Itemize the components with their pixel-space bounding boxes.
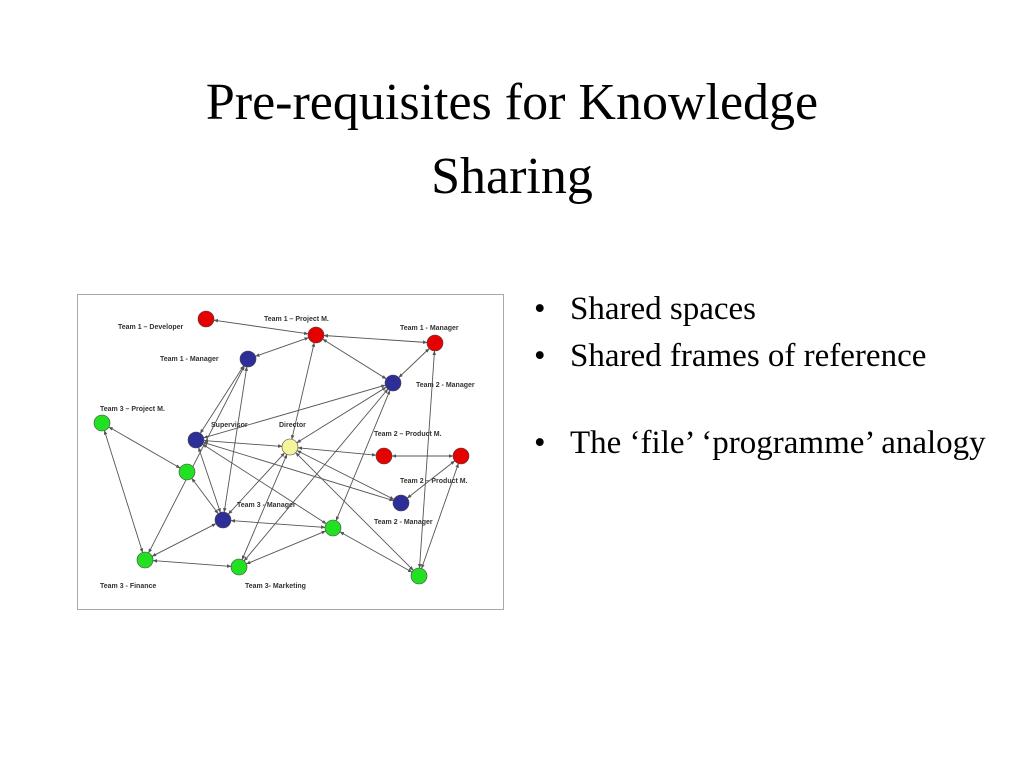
bullet-item: Shared frames of reference — [530, 333, 1000, 380]
bullet-item: Shared spaces — [530, 286, 1000, 333]
diagram-node-t2pm2 — [452, 447, 470, 465]
diagram-node-label: Team 2 – Product M. — [374, 431, 442, 438]
diagram-edge — [191, 478, 219, 514]
diagram-edge — [230, 519, 326, 529]
slide-title: Pre-requisites for Knowledge Sharing — [0, 66, 1024, 214]
diagram-node-t3mgr — [214, 511, 232, 529]
slide-title-line-1: Pre-requisites for Knowledge — [205, 74, 819, 131]
diagram-node-t1mgr — [426, 334, 444, 352]
diagram-node-t3pm — [93, 414, 111, 432]
diagram-edge — [148, 365, 245, 554]
diagram-node-t1dev — [197, 310, 215, 328]
diagram-edge — [322, 338, 387, 380]
diagram-node-t1pm — [307, 326, 325, 344]
diagram-node-supervisor — [187, 431, 205, 449]
diagram-edge — [295, 452, 414, 571]
diagram-node-label: Team 3- Marketing — [245, 583, 306, 590]
diagram-edge — [103, 430, 144, 553]
diagram-node-t2mgr_top — [384, 374, 402, 392]
diagram-edge — [255, 337, 309, 357]
diagram-node-label: Team 1 – Developer — [118, 324, 184, 331]
diagram-edge — [213, 318, 309, 336]
diagram-edge — [108, 426, 181, 469]
diagram-edge — [339, 531, 413, 573]
bullet-list: Shared spaces Shared frames of reference… — [530, 286, 1000, 467]
diagram-node-label: Supervisor — [211, 422, 248, 429]
diagram-node-t1manager_blue — [239, 350, 257, 368]
diagram-node-t2pm_lbl2 — [392, 494, 410, 512]
diagram-node-label: Team 2 – Product M. — [400, 478, 468, 485]
network-diagram: Team 1 – Developer Team 1 – Project M. Tea… — [77, 294, 504, 610]
diagram-edge — [296, 386, 387, 444]
diagram-node-label: Team 2 - Manager — [374, 519, 433, 526]
diagram-node-director — [281, 438, 299, 456]
diagram-node-label: Team 1 - Manager — [400, 325, 459, 332]
diagram-edge — [245, 530, 327, 565]
diagram-node-label: Team 2 - Manager — [416, 382, 475, 389]
diagram-node-label: Team 1 – Project M. — [264, 316, 329, 323]
diagram-node-t3fin — [136, 551, 154, 569]
diagram-node-t3mkt — [230, 558, 248, 576]
diagram-edge — [398, 348, 430, 378]
diagram-edge — [323, 333, 428, 345]
diagram-node-label: Team 3 - Finance — [100, 583, 156, 590]
slide-title-line-2: Sharing — [431, 148, 593, 205]
diagram-edge — [421, 463, 459, 569]
diagram-node-green_c — [324, 519, 342, 537]
diagram-node-t2pm1 — [375, 447, 393, 465]
diagram-node-green_mid — [178, 463, 196, 481]
diagram-edge — [203, 439, 283, 448]
diagram-edge — [223, 366, 248, 513]
diagram-edge — [152, 559, 232, 568]
diagram-node-label: Director — [279, 422, 306, 429]
network-diagram-svg: Team 1 – Developer Team 1 – Project M. Tea… — [93, 310, 475, 590]
bullet-item: The ‘file’ ‘programme’ analogy — [530, 420, 1000, 467]
diagram-node-green_br — [410, 567, 428, 585]
diagram-node-label: Team 3 – Project M. — [100, 406, 165, 413]
diagram-node-label: Team 1 - Manager — [160, 356, 219, 363]
diagram-node-label: Team 3 - Manager — [237, 502, 296, 509]
diagram-edge — [151, 523, 217, 557]
